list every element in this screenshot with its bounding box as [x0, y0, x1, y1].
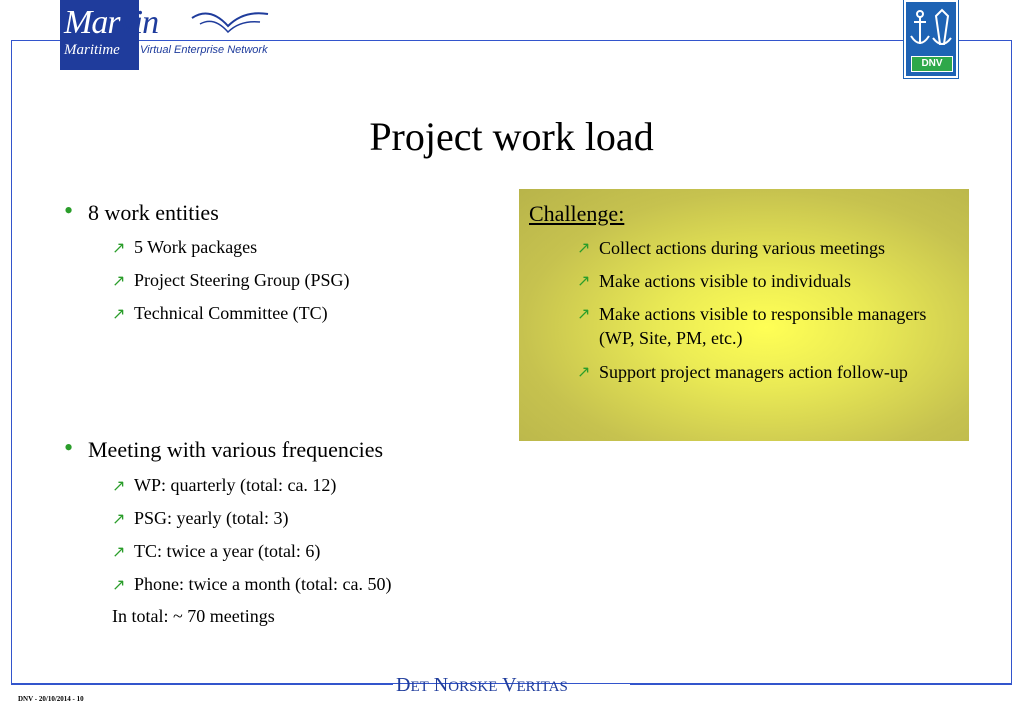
challenge-item: ↗Make actions visible to individuals [577, 271, 851, 291]
arrow-icon: ↗ [112, 476, 126, 495]
footer-line-right [630, 684, 1012, 685]
dnv-logo: DNV [903, 0, 959, 79]
arrow-icon: ↗ [577, 238, 591, 257]
sub-item: ↗PSG: yearly (total: 3) [112, 508, 289, 528]
slide-title: Project work load [369, 114, 654, 159]
logo-marvin-text: Marvin [64, 4, 159, 41]
meetings-total: In total: ~ 70 meetings [112, 606, 275, 626]
sub-item: ↗Phone: twice a month (total: ca. 50) [112, 574, 392, 594]
sub-item: ↗TC: twice a year (total: 6) [112, 541, 321, 561]
logo-blue-block [60, 0, 139, 70]
arrow-icon: ↗ [112, 238, 126, 257]
slide-frame [11, 40, 1012, 684]
arrow-icon: ↗ [112, 575, 126, 594]
sub-item: ↗5 Work packages [112, 237, 258, 257]
dnv-badge: DNV [911, 56, 953, 72]
arrow-icon: ↗ [577, 304, 591, 323]
challenge-title: Challenge: [529, 201, 625, 226]
arrow-icon: ↗ [112, 271, 126, 290]
arrow-icon: ↗ [112, 509, 126, 528]
bullet-work-entities: •8 work entities [64, 196, 219, 226]
logo-maritime-text: Maritime [64, 42, 120, 58]
challenge-box: Challenge: ↗Collect actions during vario… [519, 189, 969, 441]
dnv-anchor-icon [910, 8, 952, 45]
arrow-icon: ↗ [577, 362, 591, 381]
marvin-logo: Marvin Maritime Virtual Enterprise Netwo… [60, 0, 290, 70]
footer-company-name: DET NORSKE VERITAS [396, 674, 568, 696]
sub-item: ↗Project Steering Group (PSG) [112, 270, 350, 290]
arrow-icon: ↗ [112, 542, 126, 561]
sub-item: ↗WP: quarterly (total: ca. 12) [112, 475, 337, 495]
challenge-item: ↗Support project managers action follow-… [577, 362, 908, 382]
page-info: DNV - 20/10/2014 - 10 [18, 695, 84, 703]
bullet-dot-icon: • [64, 433, 74, 462]
challenge-item: ↗Make actions visible to responsible man… [577, 304, 927, 348]
sub-item: ↗Technical Committee (TC) [112, 303, 328, 323]
bullet-dot-icon: • [64, 196, 74, 225]
arrow-icon: ↗ [577, 271, 591, 290]
arrow-icon: ↗ [112, 304, 126, 323]
seagull-icon [191, 12, 269, 34]
logo-network-text: Virtual Enterprise Network [140, 44, 268, 56]
challenge-item: ↗Collect actions during various meetings [577, 238, 885, 258]
bullet-meetings: •Meeting with various frequencies [64, 433, 384, 463]
footer-line-left [11, 684, 393, 685]
